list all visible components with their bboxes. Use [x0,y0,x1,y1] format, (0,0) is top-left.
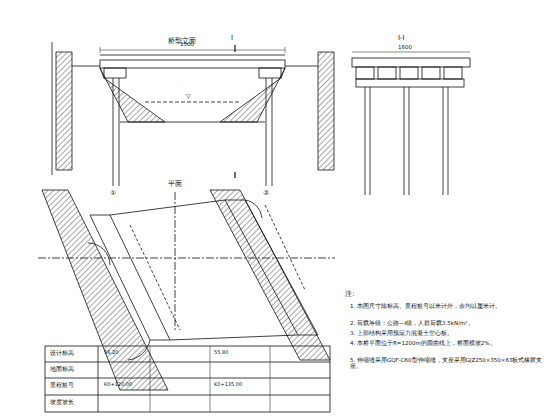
view-title: I-I [398,34,405,42]
view-title: 平面 [168,180,182,188]
section-mark: I [231,34,233,42]
table-cell: 56.20 [104,350,118,356]
callout-number: ① [110,189,116,197]
table-cell: 55.80 [214,350,228,356]
note-heading: 注: [345,290,354,298]
dimension: 1500 [180,41,194,47]
table-cell: K0+135.00 [214,382,242,388]
note-text: 5. 伸缩缝采用GQF-C60型伸缩缝，支座采用GJZ250×350×63板式橡… [350,357,550,370]
note-text: 4. 本桥平面位于R=1200m的圆曲线上，桥面横坡2%。 [350,340,550,346]
table-cell: 坡度坡长 [50,399,74,405]
water-level-mark: ▽ [186,93,191,100]
table-cell: 里程桩号 [50,382,74,388]
note-text: 2. 荷载等级：公路—I级，人群荷载3.5kN/m²。 [350,320,550,326]
note-text: 1. 本图尺寸除标高、里程桩号以米计外，余均以厘米计。 [350,303,550,309]
table-cell: 设计标高 [50,350,74,356]
dimension: 1600 [398,44,412,50]
note-text: 3. 上部结构采用预应力混凝土空心板。 [350,330,550,336]
callout-number: ② [263,189,269,197]
table-cell: K0+120.00 [104,382,132,388]
table-cell: 地面标高 [50,366,74,372]
